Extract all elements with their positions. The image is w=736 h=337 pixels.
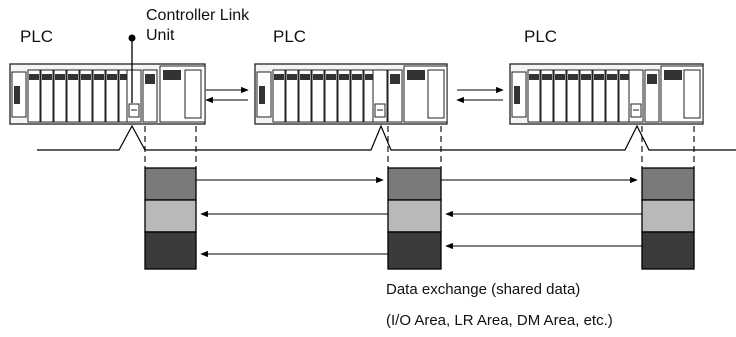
memory-block-3-top [641, 167, 695, 201]
plc-rack-3 [509, 63, 704, 125]
memory-block-1-top [144, 167, 197, 201]
memory-block-2-middle [387, 199, 442, 233]
controller-link-label-line1: Controller Link [146, 7, 250, 24]
controller-link-unit-pointer [128, 34, 136, 103]
data-exchange-areas-caption: (I/O Area, LR Area, DM Area, etc.) [386, 312, 613, 329]
plc-label-1: PLC [20, 27, 54, 46]
plc-link-arrows-1-2 [205, 86, 249, 104]
memory-block-2-top [387, 167, 442, 201]
plc-label-3: PLC [524, 27, 558, 46]
memory-block-2-bottom [387, 231, 442, 270]
memory-block-3-bottom [641, 231, 695, 270]
mapping-dashed-lines [144, 126, 695, 168]
plc-link-arrows-2-3 [456, 86, 504, 104]
memory-block-1-middle [144, 199, 197, 233]
memory-block-1-bottom [144, 231, 197, 270]
memory-block-3 [641, 167, 695, 270]
data-exchange-arrows [196, 176, 642, 258]
memory-block-2 [387, 167, 442, 270]
plc-rack-2 [254, 63, 448, 125]
memory-block-1 [144, 167, 197, 270]
data-exchange-caption: Data exchange (shared data) [386, 281, 581, 298]
memory-block-3-middle [641, 199, 695, 233]
network-cable [37, 124, 736, 151]
plc-label-2: PLC [273, 27, 307, 46]
plc-rack-1 [9, 63, 206, 125]
controller-link-label-line2: Unit [146, 27, 175, 44]
